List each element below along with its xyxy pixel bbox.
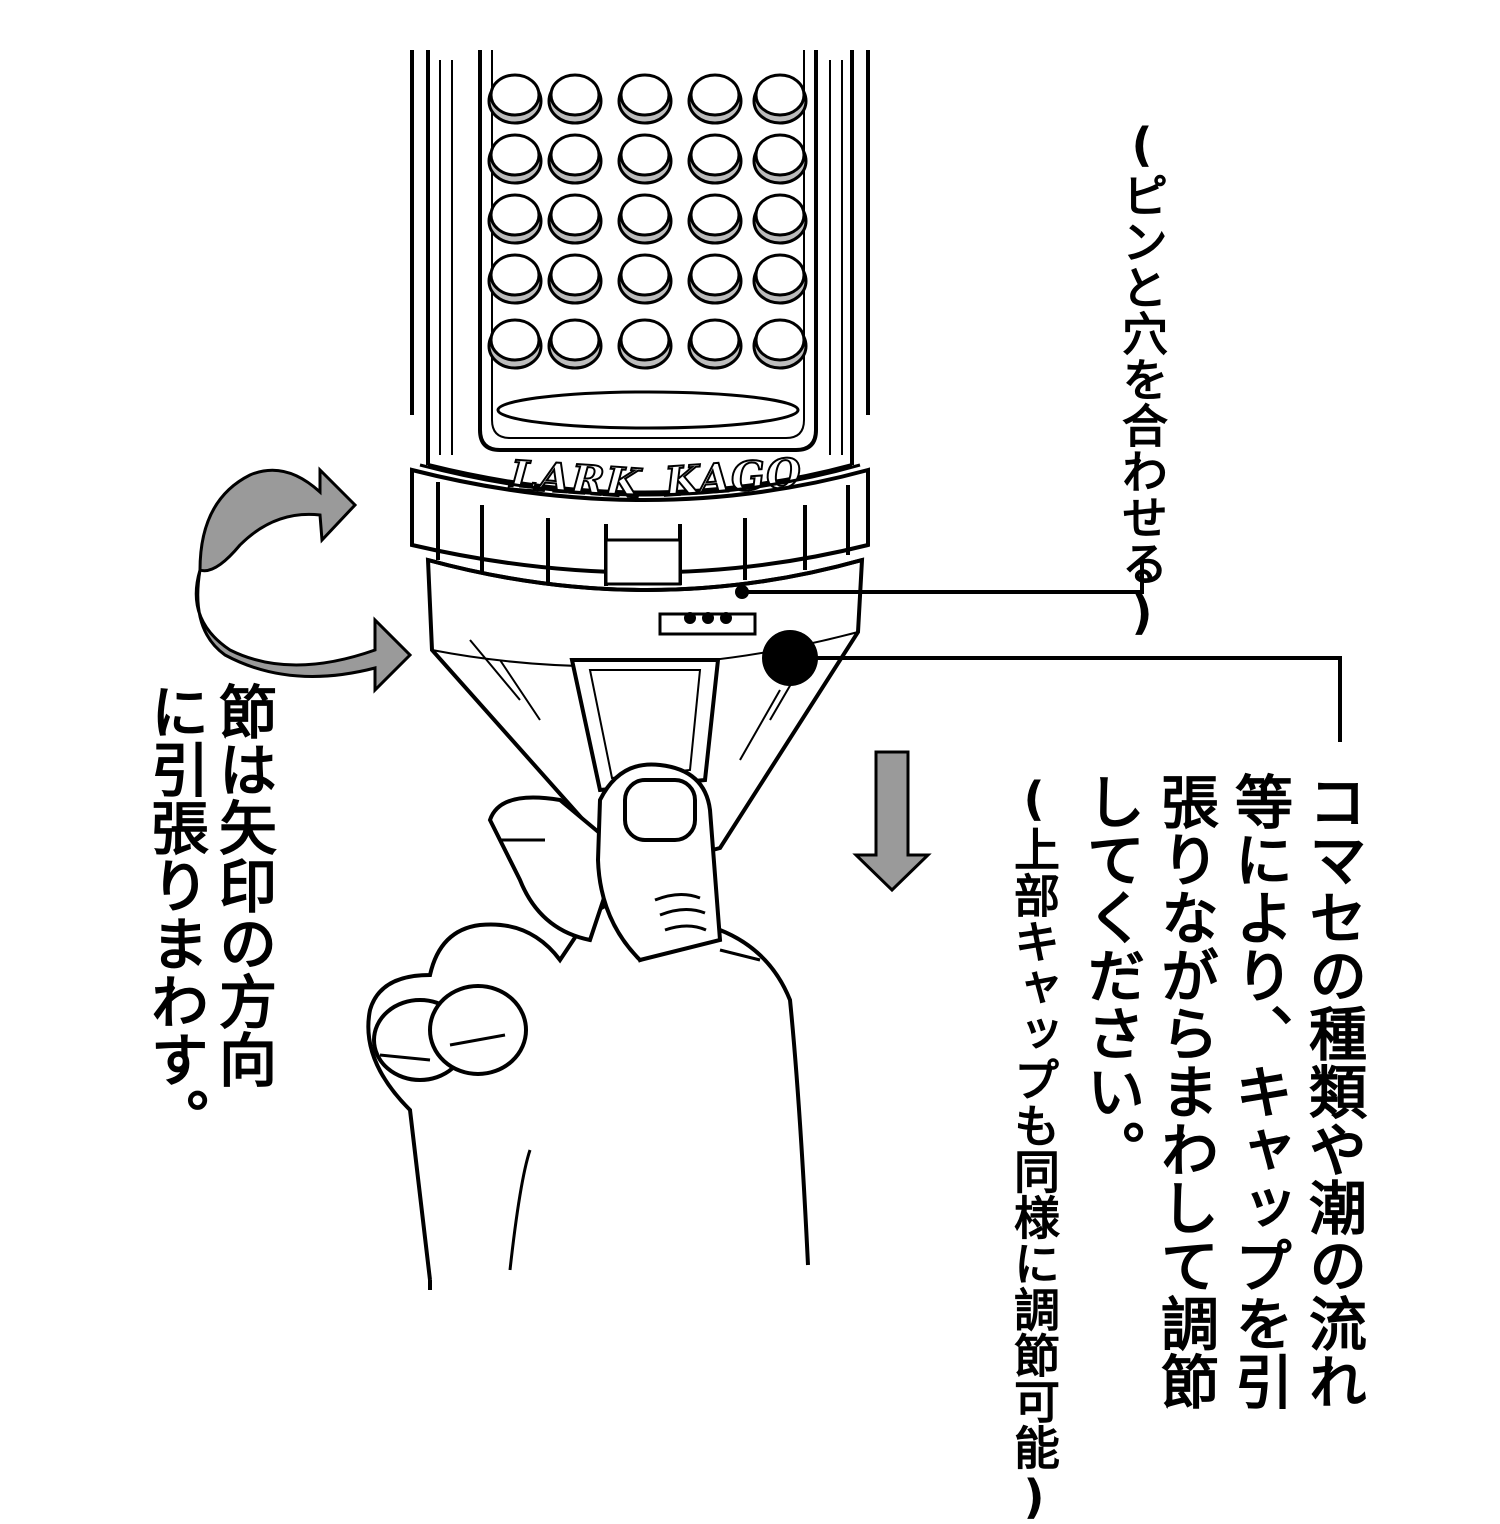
adjust-ring (410, 463, 870, 586)
basket-hole (619, 133, 671, 177)
hand-icon (366, 762, 810, 1290)
basket-hole (549, 133, 601, 177)
basket-hole (689, 193, 741, 237)
pin-leader-dot-icon (735, 585, 749, 599)
basket-hole (689, 133, 741, 177)
adjust-note-line-2: 等により、キャップを引 (1225, 772, 1293, 1410)
basket-hole (549, 73, 601, 117)
basket-hole (754, 193, 806, 237)
basket-hole (489, 318, 541, 362)
rotate-note-line-1: 節は矢印の方向 (209, 682, 277, 1088)
basket-hole (689, 73, 741, 117)
basket-hole (754, 253, 806, 297)
basket-hole (754, 73, 806, 117)
rotate-note-line-2: に引張りまわす。 (141, 682, 209, 1146)
cap-leader-line (790, 656, 1342, 742)
rotate-arrow-icon (194, 466, 413, 694)
adjust-note-line-3: 張りながらまわして調節 (1151, 772, 1219, 1410)
basket-hole (489, 253, 541, 297)
pin-leader-line (742, 560, 1144, 594)
basket-hole (549, 318, 601, 362)
cone-cap (425, 557, 865, 860)
leader-dot-icon (762, 630, 818, 686)
basket-body (410, 50, 870, 495)
basket-hole (619, 193, 671, 237)
basket-hole (619, 73, 671, 117)
basket-hole (489, 133, 541, 177)
basket-hole (489, 193, 541, 237)
basket-hole (689, 253, 741, 297)
adjust-note-line-1: コマセの種類や潮の流れ (1299, 772, 1367, 1410)
basket-hole (754, 133, 806, 177)
adjust-subnote: (上部キャップも同様に調節可能) (1007, 772, 1061, 1524)
pull-down-arrow-icon (852, 750, 932, 893)
basket-hole (689, 318, 741, 362)
basket-hole (549, 253, 601, 297)
basket-hole (754, 318, 806, 362)
basket-hole (489, 73, 541, 117)
basket-hole (619, 253, 671, 297)
basket-holes (487, 73, 808, 370)
basket-hole (549, 193, 601, 237)
adjust-note-line-4: してください。 (1077, 772, 1145, 1178)
pin-note: (ピンと穴を合わせる) (1115, 118, 1169, 640)
basket-hole (619, 318, 671, 362)
